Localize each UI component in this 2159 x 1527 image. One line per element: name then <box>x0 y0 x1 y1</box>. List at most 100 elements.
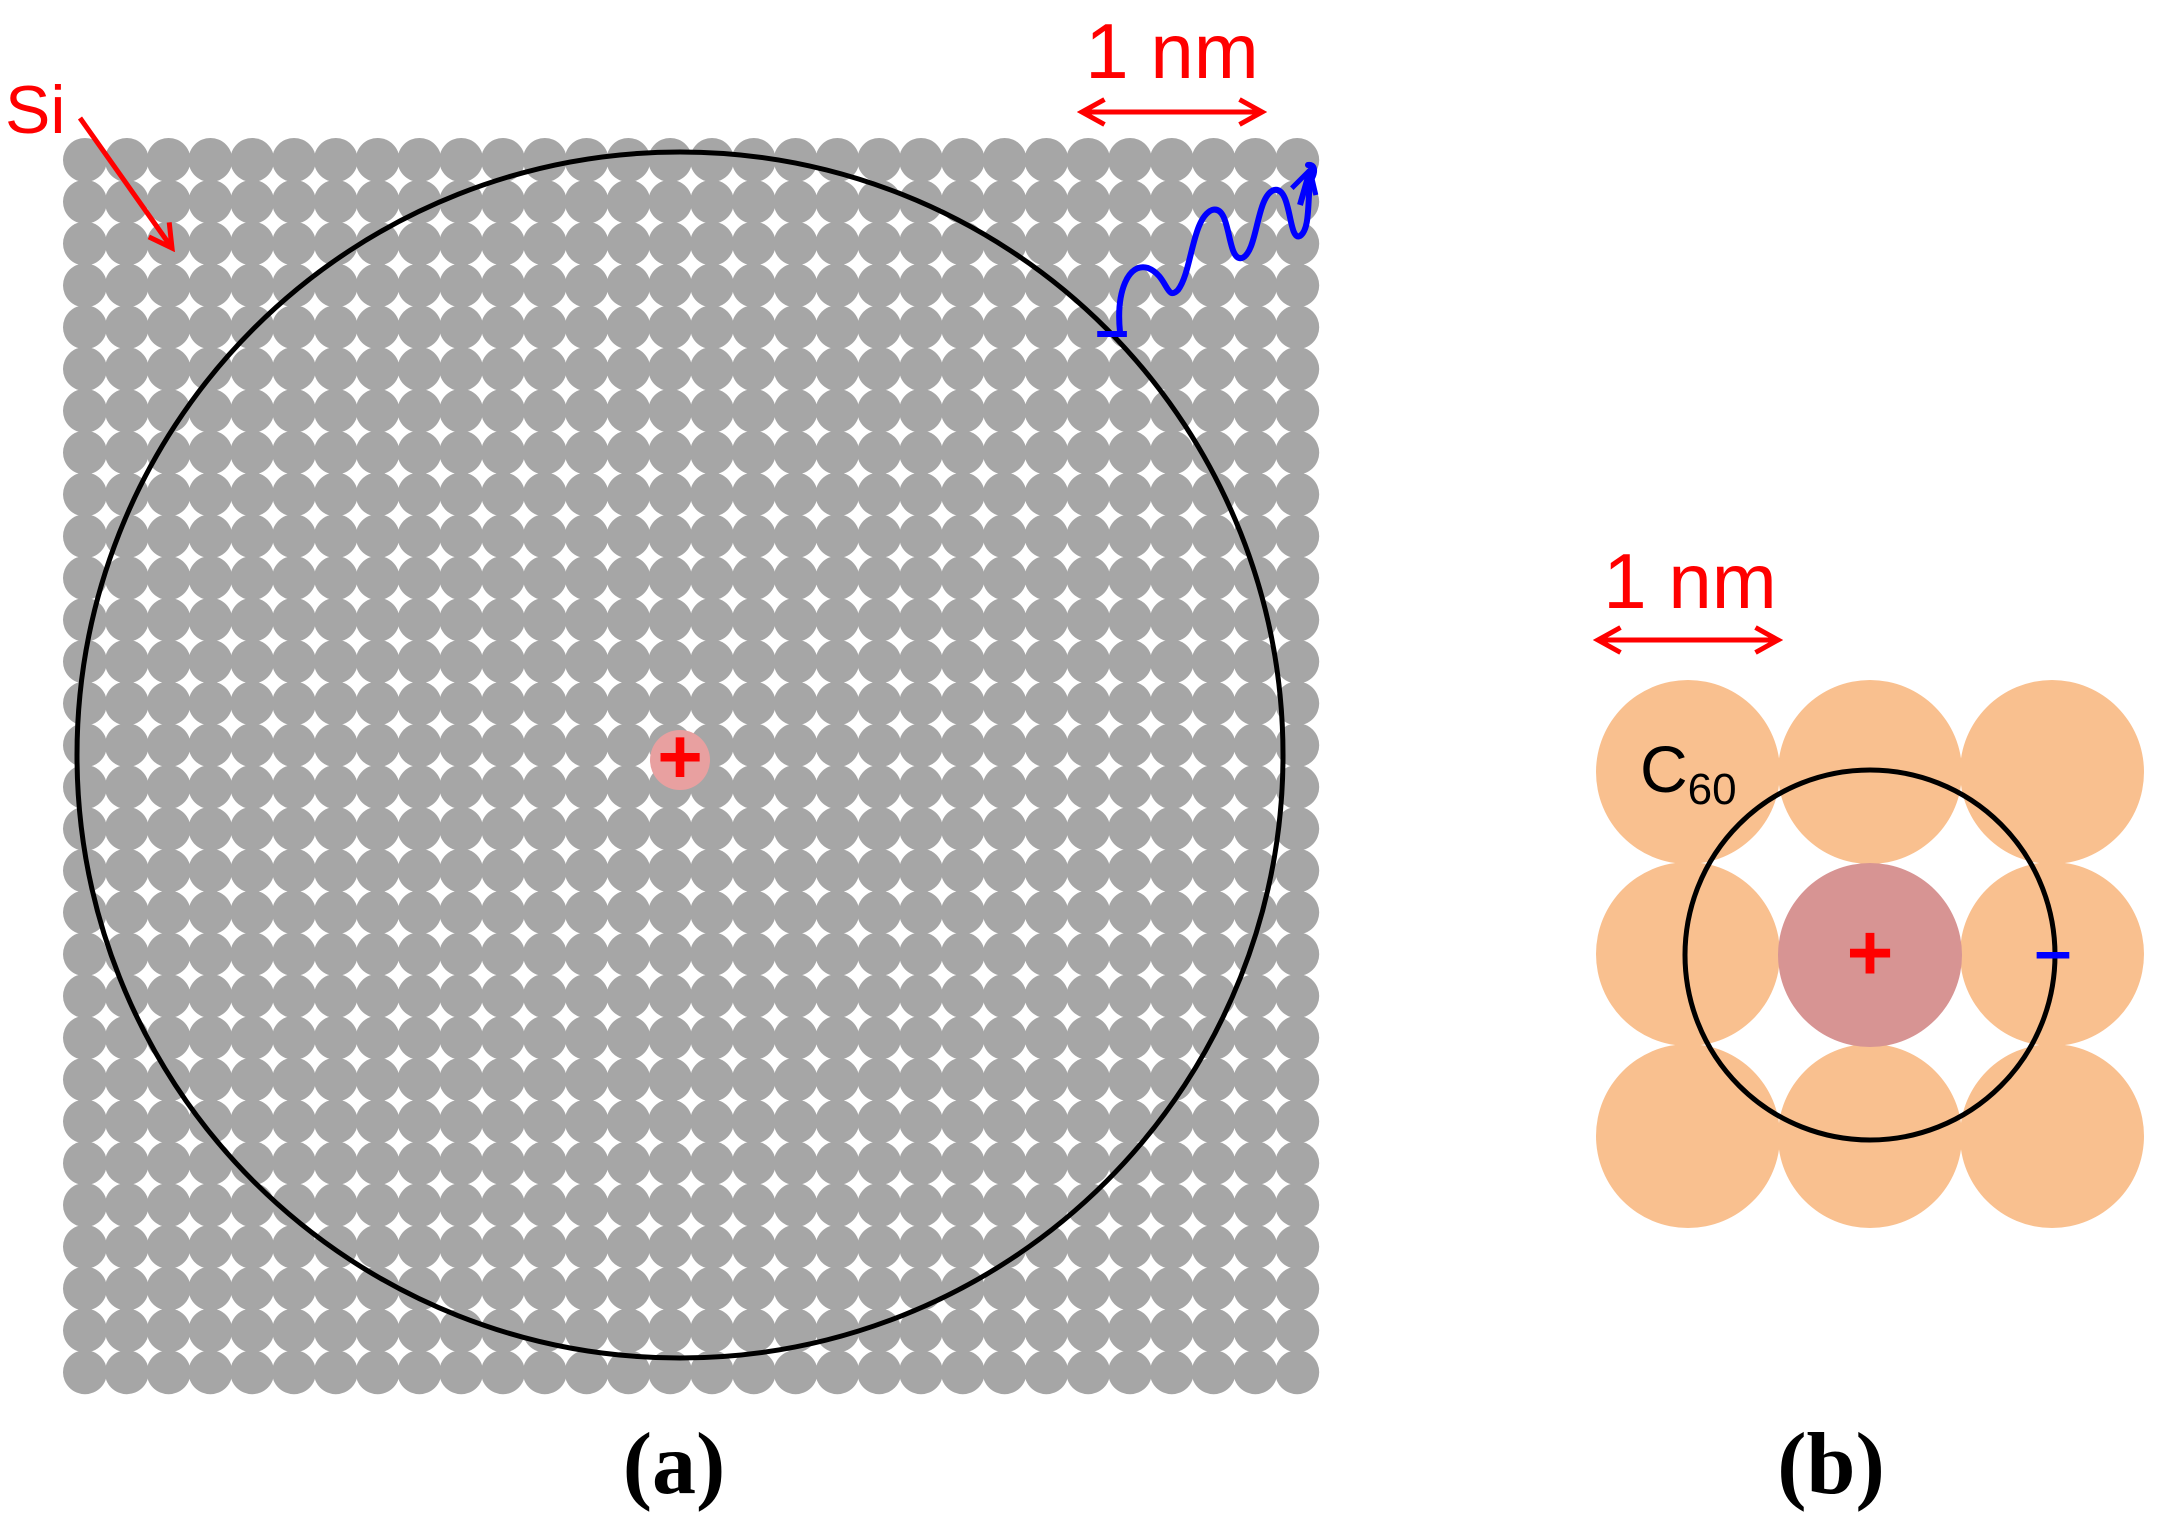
si-atom <box>104 1183 149 1227</box>
si-atom <box>1191 472 1236 517</box>
si-atom <box>940 681 985 726</box>
si-atom <box>230 388 275 433</box>
si-atom <box>1233 388 1278 433</box>
si-atom <box>857 932 902 977</box>
si-atom <box>1149 974 1194 1018</box>
si-atom <box>899 472 943 517</box>
si-atom <box>731 305 776 350</box>
si-atom <box>272 848 316 893</box>
si-atom <box>1191 890 1236 935</box>
si-atom <box>899 1224 943 1269</box>
si-atom <box>1149 305 1194 350</box>
si-atom <box>1108 388 1152 433</box>
si-atom <box>397 556 442 600</box>
si-atom <box>940 472 985 517</box>
si-atom <box>857 974 902 1018</box>
si-atom <box>773 890 818 935</box>
si-atom <box>606 138 651 182</box>
si-atom <box>1191 597 1236 642</box>
si-atom <box>397 138 442 182</box>
si-atom <box>1191 305 1236 350</box>
si-atom <box>1066 1183 1111 1227</box>
si-atom <box>1191 639 1236 684</box>
si-atom <box>773 681 818 726</box>
si-atom <box>355 848 400 893</box>
si-atom <box>899 263 943 308</box>
minus-sign-b: – <box>2035 913 2072 987</box>
si-atom <box>690 263 734 308</box>
si-atom <box>1233 1141 1278 1186</box>
si-atom <box>690 430 734 475</box>
si-atom <box>857 597 902 642</box>
si-atom <box>481 1224 525 1269</box>
si-atom <box>857 890 902 935</box>
si-atom <box>146 1015 191 1060</box>
si-atom <box>188 974 233 1018</box>
si-atom <box>1108 1141 1152 1186</box>
si-atom <box>815 430 860 475</box>
si-atom <box>272 138 316 182</box>
si-atom <box>1066 597 1111 642</box>
si-atom <box>982 848 1027 893</box>
si-atom <box>146 179 191 224</box>
si-atom <box>1024 639 1069 684</box>
si-atom <box>857 639 902 684</box>
si-atom <box>899 974 943 1018</box>
si-atom <box>1275 221 1320 266</box>
si-atom <box>1066 890 1111 935</box>
si-atom <box>1149 1015 1194 1060</box>
si-atom <box>940 1224 985 1269</box>
si-atom <box>815 765 860 809</box>
si-atom <box>230 1350 275 1395</box>
si-atom <box>481 681 525 726</box>
si-atom <box>773 388 818 433</box>
si-atom <box>104 765 149 809</box>
si-atom <box>940 1141 985 1186</box>
si-atom <box>63 263 107 308</box>
si-atom <box>857 1183 902 1227</box>
si-atom <box>104 597 149 642</box>
si-atom <box>1191 430 1236 475</box>
si-atom <box>313 848 358 893</box>
si-atom <box>188 681 233 726</box>
si-atom <box>188 138 233 182</box>
si-atom <box>188 1015 233 1060</box>
si-atom <box>564 1141 609 1186</box>
si-atom <box>648 932 693 977</box>
si-atom <box>1108 1266 1152 1311</box>
si-atom <box>230 806 275 851</box>
si-atom <box>1149 723 1194 768</box>
si-atom <box>815 1266 860 1311</box>
si-atom <box>773 1141 818 1186</box>
si-atom <box>481 430 525 475</box>
si-atom <box>731 974 776 1018</box>
si-atom <box>564 681 609 726</box>
si-atom <box>397 514 442 559</box>
si-atom <box>773 597 818 642</box>
si-atom <box>272 179 316 224</box>
si-atom <box>1191 974 1236 1018</box>
si-atom <box>857 1057 902 1102</box>
si-atom <box>104 723 149 768</box>
si-atom <box>982 890 1027 935</box>
si-atom <box>815 597 860 642</box>
si-atom <box>564 179 609 224</box>
si-atom <box>146 765 191 809</box>
si-atom <box>606 1099 651 1144</box>
si-atom <box>1275 597 1320 642</box>
si-atom <box>355 263 400 308</box>
si-atom <box>690 472 734 517</box>
si-atom <box>1233 1099 1278 1144</box>
si-atom <box>899 1183 943 1227</box>
si-atom <box>522 1015 567 1060</box>
si-atom <box>355 723 400 768</box>
si-atom <box>104 263 149 308</box>
si-atom <box>63 1183 107 1227</box>
si-atom <box>1275 765 1320 809</box>
si-atom <box>1066 723 1111 768</box>
si-atom <box>439 1099 484 1144</box>
si-atom <box>439 388 484 433</box>
si-atom <box>1275 848 1320 893</box>
si-atom <box>1108 1015 1152 1060</box>
si-atom <box>690 221 734 266</box>
